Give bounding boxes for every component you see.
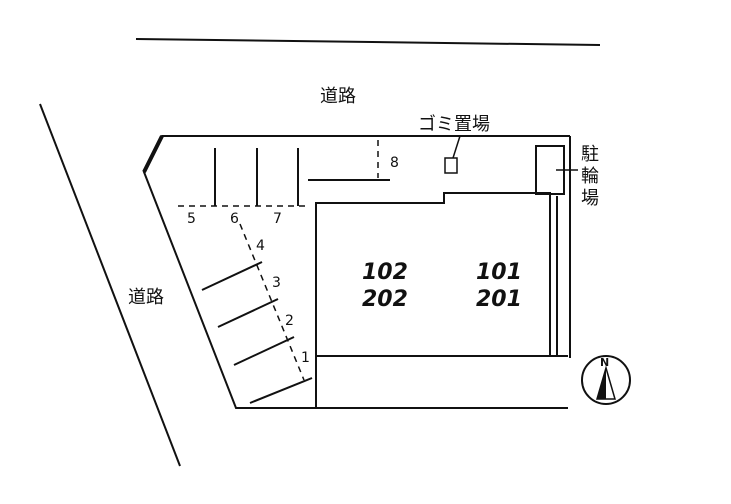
west-road-line — [39, 103, 181, 467]
unit-101: 101 — [476, 260, 522, 285]
north-road-label: 道路 — [320, 86, 356, 107]
bicycle-parking-label-1: 駐 — [581, 144, 599, 165]
compass-north-letter: N — [600, 356, 609, 369]
garbage-area-label: ゴミ置場 — [418, 114, 490, 135]
garbage-leader-line — [452, 135, 461, 159]
parking-space-5: 5 — [187, 211, 196, 227]
unit-201: 201 — [476, 287, 522, 312]
parking-stall-line — [217, 298, 279, 328]
parking-stall-line — [249, 377, 313, 404]
garbage-area — [444, 157, 458, 174]
building-outline — [315, 192, 551, 408]
site-boundary-corner — [142, 135, 164, 173]
bicycle-parking-label-3: 場 — [581, 188, 599, 209]
parking-space-8: 8 — [390, 155, 399, 171]
parking-space-7: 7 — [273, 211, 282, 227]
parking-space-1: 1 — [301, 350, 310, 366]
parking-space-3: 3 — [272, 275, 281, 291]
unit-102: 102 — [362, 260, 408, 285]
parking-stall-line — [201, 261, 263, 291]
north-compass-icon: N — [581, 355, 631, 405]
north-road-line — [135, 38, 601, 46]
parking-space-4: 4 — [256, 238, 265, 254]
unit-202: 202 — [362, 287, 408, 312]
bicycle-parking-label-2: 輪 — [581, 166, 599, 187]
parking-space-2: 2 — [285, 313, 294, 329]
parking-stall-line — [233, 336, 295, 366]
west-road-label: 道路 — [128, 287, 164, 308]
parking-space-6: 6 — [230, 211, 239, 227]
